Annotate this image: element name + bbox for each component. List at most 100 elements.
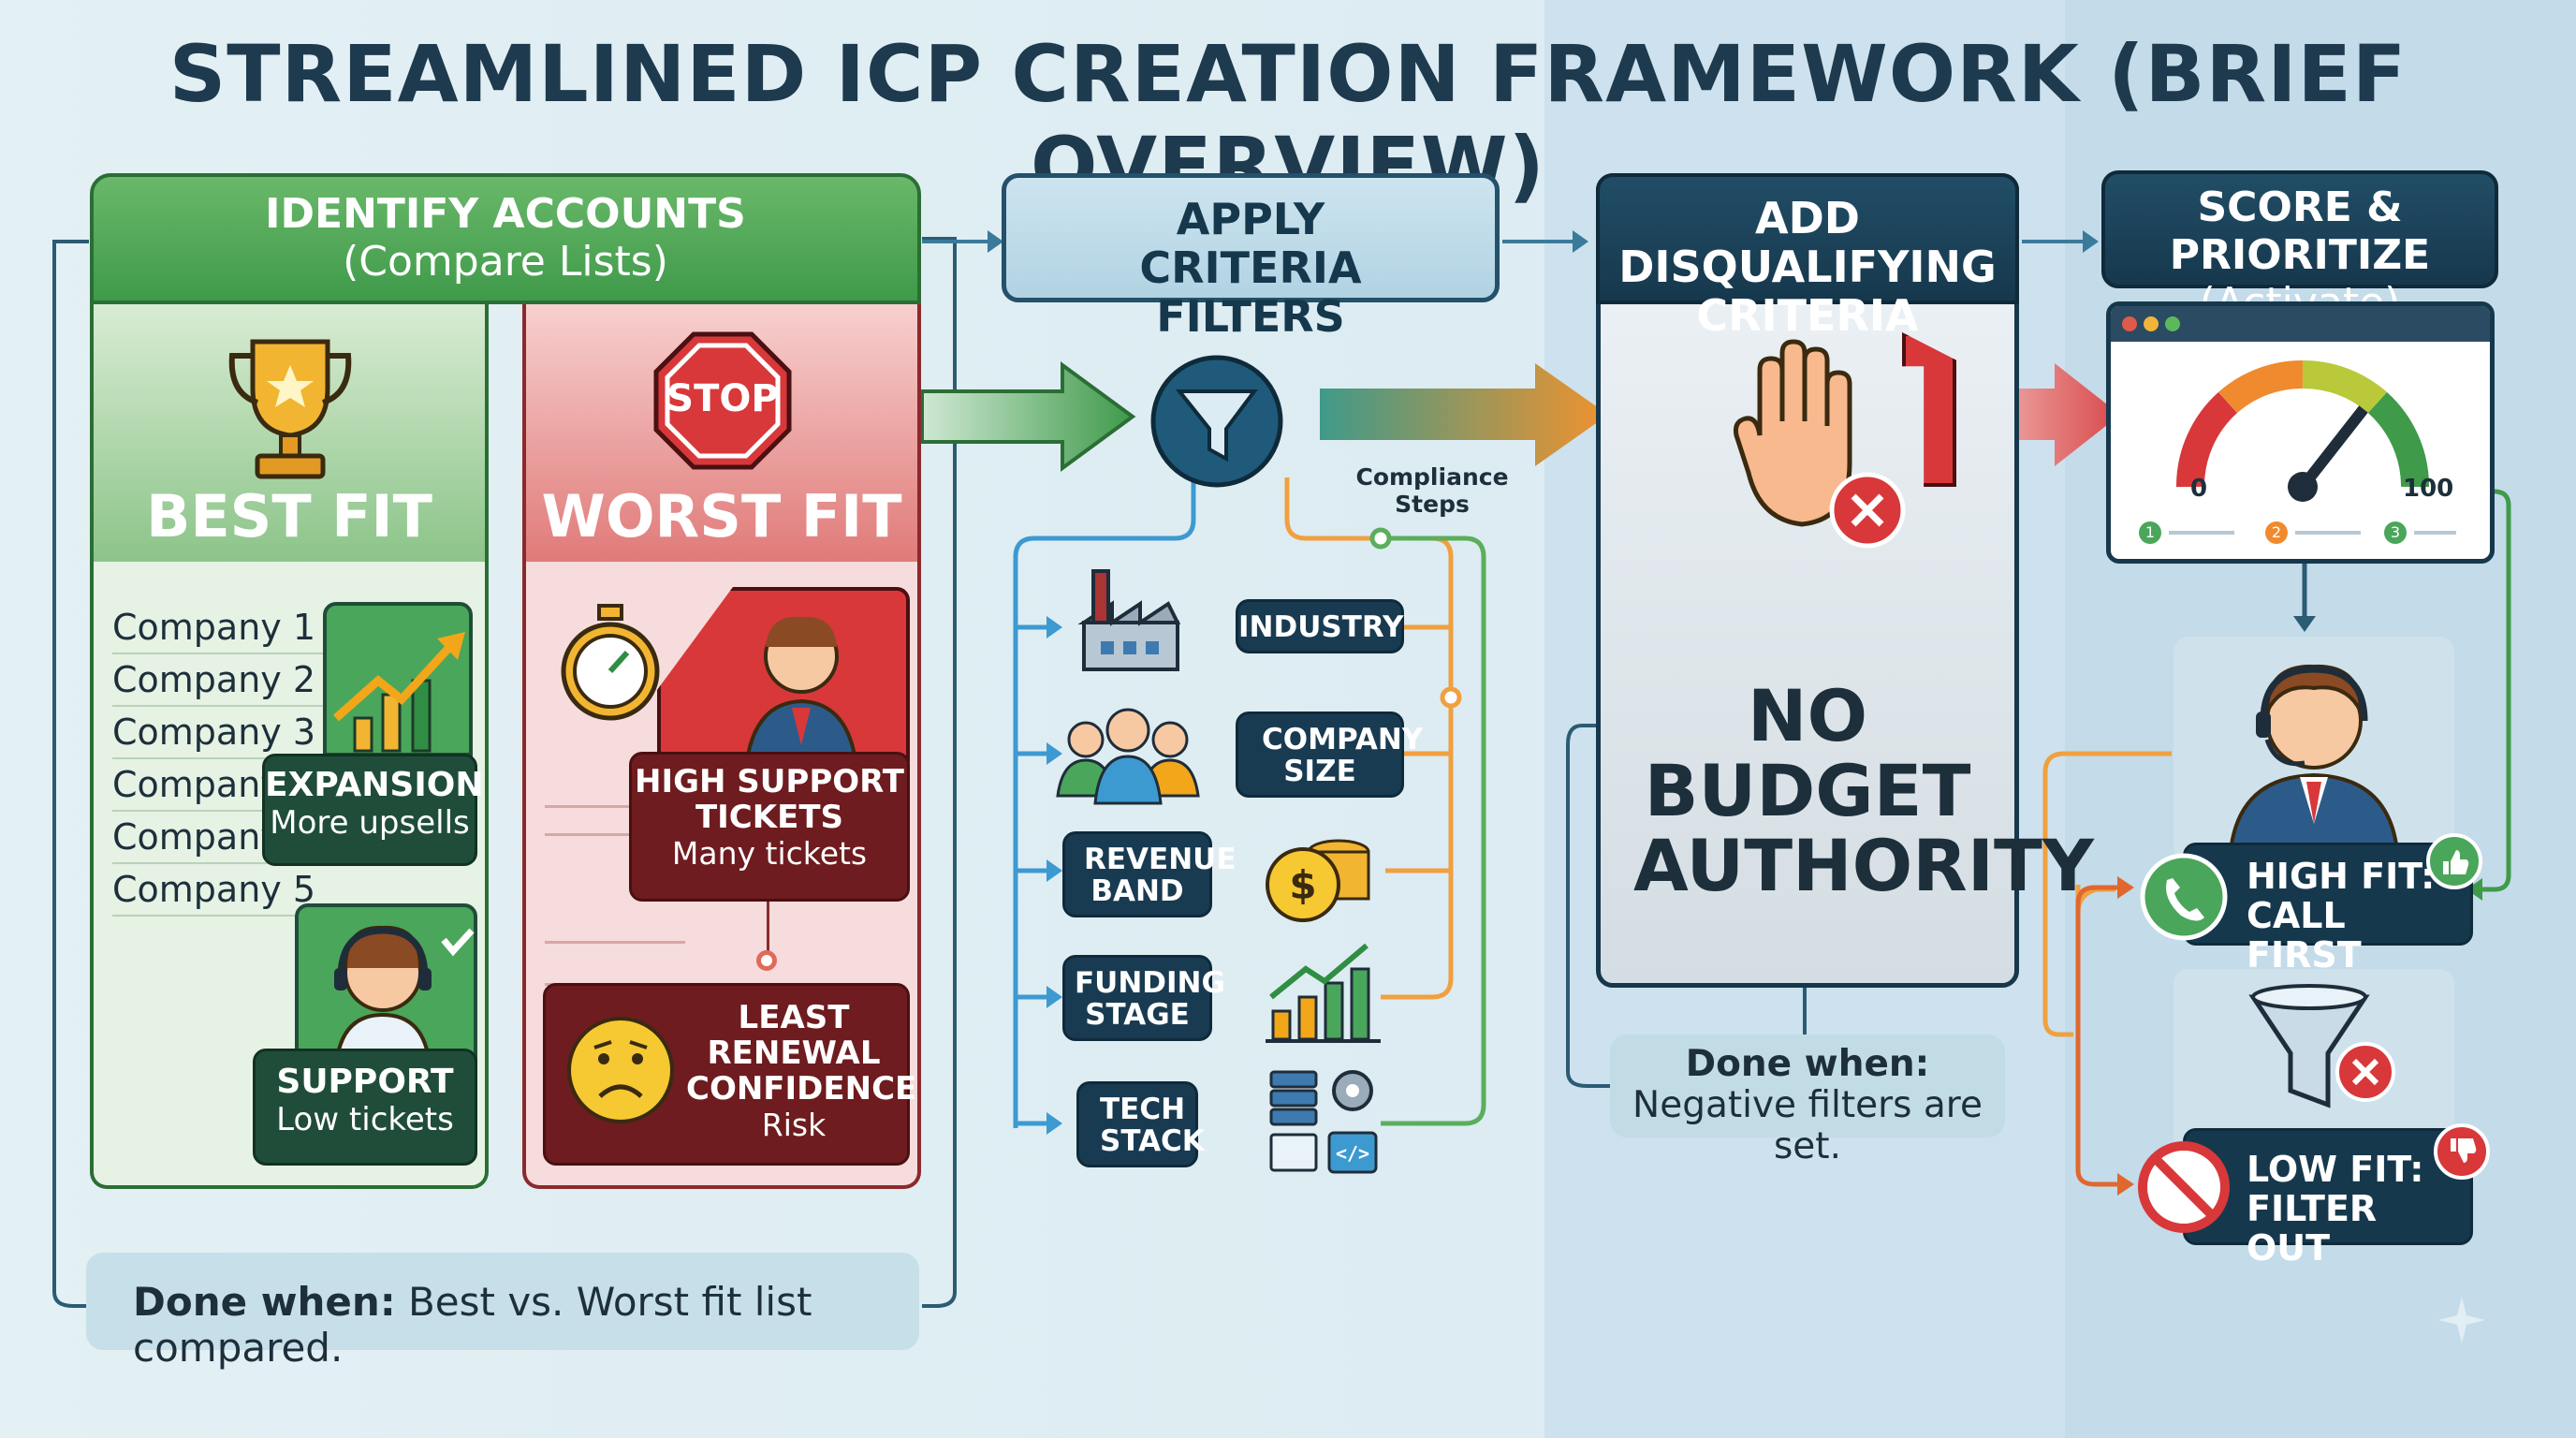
renewal-title: LEAST RENEWAL CONFIDENCE xyxy=(686,999,917,1108)
step1-header: IDENTIFY ACCOUNTS (Compare Lists) xyxy=(90,173,921,304)
arrow-3-4-head xyxy=(2083,230,2099,253)
step3-done-note: Done when: Negative filters are set. xyxy=(1610,1034,2005,1167)
step3-left-line xyxy=(1566,724,1610,1088)
step3-done-text: Negative filters are set. xyxy=(1632,1084,1983,1167)
best-fit-label: BEST FIT xyxy=(146,482,432,550)
expansion-card: EXPANSION More upsells xyxy=(262,754,484,866)
gauge-min-label: 0 xyxy=(2190,475,2208,503)
thumbs-up-icon xyxy=(2426,833,2482,889)
expansion-title: EXPANSION xyxy=(265,766,484,804)
legend-line xyxy=(2414,531,2456,535)
stop-sign-text: STOP xyxy=(666,377,779,420)
list-item: Company 3 xyxy=(112,707,393,759)
criteria-tech-stack: TECH STACK xyxy=(1076,1081,1205,1167)
big-arrow-orange xyxy=(1320,363,1608,466)
growth-bars-icon xyxy=(1266,943,1381,1043)
list-item: Company xyxy=(112,812,393,864)
stressed-person-icon xyxy=(743,616,859,774)
low-fit-card: LOW FIT: FILTER OUT xyxy=(2183,1128,2473,1268)
list-item: Company 5 xyxy=(112,864,393,917)
renewal-subtitle: Risk xyxy=(761,1107,827,1143)
sad-face-icon xyxy=(567,1017,674,1123)
step3-header: ADD DISQUALIFYING CRITERIA xyxy=(1596,173,2019,340)
criteria-industry: INDUSTRY xyxy=(1236,599,1404,653)
criteria-revenue-band: REVENUE BAND xyxy=(1062,831,1237,917)
step1-bracket-line xyxy=(52,240,89,1308)
compliance-dot-orange xyxy=(1440,686,1462,709)
step3-done-label: Done when: xyxy=(1685,1043,1930,1085)
low-fit-art-panel xyxy=(2174,969,2454,1152)
phone-call-icon xyxy=(2140,853,2228,941)
expansion-card-art xyxy=(323,602,473,756)
high-fit-text: HIGH FIT: CALL FIRST xyxy=(2247,856,2436,976)
no-entry-icon xyxy=(2138,1141,2230,1233)
filter-tree-blue xyxy=(1013,473,1196,1128)
filter-tree-orange xyxy=(1284,477,1454,1000)
list-item: Company xyxy=(112,759,393,812)
stop-hand-icon xyxy=(1734,339,1906,549)
high-support-card: HIGH SUPPORT TICKETS Many tickets xyxy=(629,752,910,902)
support-agent-icon xyxy=(334,925,475,1067)
step1-subheading: (Compare Lists) xyxy=(343,238,668,286)
no-budget-authority-text: NO BUDGET AUTHORITY xyxy=(1633,674,2094,907)
connector xyxy=(767,902,769,953)
big-arrow-green xyxy=(920,361,1136,472)
worst-fit-panel: STOP WORST FIT HIGH SUPPORT TICKETS Many… xyxy=(522,304,921,1189)
stopwatch-icon xyxy=(561,604,660,721)
window-close-dot xyxy=(2122,316,2137,331)
factory-icon xyxy=(1077,569,1181,671)
legend-marker: 2 xyxy=(2265,521,2288,544)
growth-chart-icon xyxy=(333,632,465,753)
support-title: SUPPORT xyxy=(276,1063,454,1101)
divider xyxy=(545,833,629,836)
criteria-funding-stage: FUNDING STAGE xyxy=(1062,955,1225,1041)
team-icon xyxy=(1056,708,1200,805)
connector-dot xyxy=(756,950,777,971)
expansion-subtitle: More upsells xyxy=(270,804,470,842)
step1-done-text: Best vs. Worst fit list compared. xyxy=(133,1279,812,1371)
divider xyxy=(545,941,685,944)
step2-header: APPLY CRITERIA FILTERS xyxy=(1002,173,1500,341)
legend-line xyxy=(2169,531,2234,535)
support-subtitle: Low tickets xyxy=(276,1101,454,1138)
gauge-to-high-line xyxy=(2481,489,2511,892)
filter-tree-green xyxy=(1381,536,1486,1126)
step4-heading: SCORE & PRIORITIZE xyxy=(2169,183,2431,279)
tech-stack-icon: </> xyxy=(1269,1070,1378,1174)
svg-text:$: $ xyxy=(1289,862,1316,908)
support-card-art xyxy=(295,903,477,1067)
high-support-subtitle: Many tickets xyxy=(671,835,868,872)
high-support-art xyxy=(657,587,910,774)
legend-line xyxy=(2295,531,2361,535)
step1-right-line xyxy=(922,237,957,1308)
score-gauge-icon xyxy=(2175,360,2430,502)
arrow-2-3-head xyxy=(1573,230,1588,253)
step3-panel xyxy=(1596,173,2019,988)
score-dashboard-window: 0 100 1 2 3 xyxy=(2106,301,2495,564)
coins-icon: $ xyxy=(1266,839,1370,922)
window-titlebar xyxy=(2111,306,2490,342)
low-fit-text: LOW FIT: FILTER OUT xyxy=(2247,1149,2424,1269)
legend-marker: 3 xyxy=(2384,521,2407,544)
to-low-arrow xyxy=(2075,1105,2117,1187)
stop-sign-icon xyxy=(653,331,792,470)
compliance-dot-green xyxy=(1369,527,1392,550)
worst-fit-label: WORST FIT xyxy=(541,482,902,550)
window-min-dot xyxy=(2144,316,2159,331)
funnel-icon xyxy=(1150,355,1283,488)
trophy-icon xyxy=(228,339,352,479)
step1-done-note: Done when: Best vs. Worst fit list compa… xyxy=(86,1253,919,1371)
sales-agent-icon xyxy=(2227,664,2401,863)
company-list: Company 1 Company 2 Company 3 Company Co… xyxy=(112,602,393,917)
to-high-arrow xyxy=(2075,885,2117,1105)
step1-done-label: Done when: xyxy=(133,1279,396,1325)
step3-heading: ADD DISQUALIFYING CRITERIA xyxy=(1618,193,1997,341)
support-card: SUPPORT Low tickets xyxy=(253,1049,477,1166)
list-item: Company 2 xyxy=(112,654,393,707)
arrow-1-2-head xyxy=(988,230,1003,253)
window-max-dot xyxy=(2165,316,2180,331)
divider xyxy=(545,805,629,808)
criteria-company-size: COMPANY SIZE xyxy=(1236,712,1423,798)
legend-marker: 1 xyxy=(2139,521,2161,544)
